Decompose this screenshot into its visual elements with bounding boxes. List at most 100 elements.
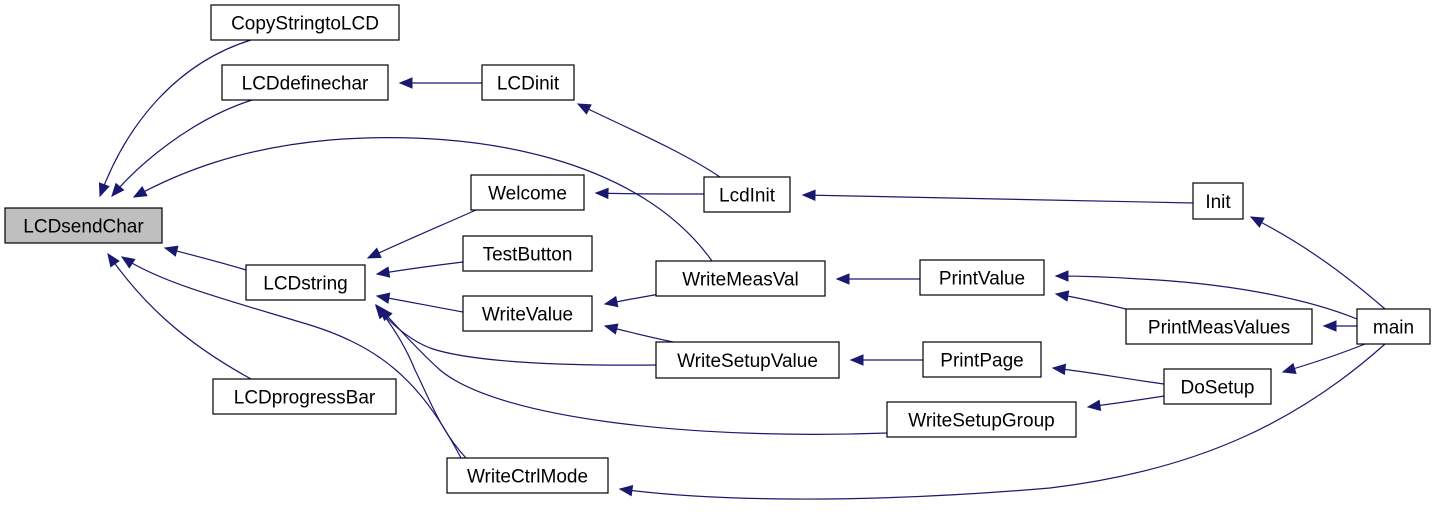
node-box — [655, 260, 826, 297]
arrowhead — [1051, 363, 1067, 376]
node-label: DoSetup — [1181, 378, 1255, 399]
arrowhead — [603, 295, 619, 308]
node-box — [245, 264, 366, 301]
node-box — [886, 401, 1077, 438]
node-label: WriteSetupGroup — [908, 411, 1054, 432]
edge-line — [376, 295, 464, 313]
arrowhead — [98, 182, 110, 198]
node-label: PrintValue — [939, 269, 1025, 290]
edge-main-to-dosetup — [1281, 343, 1366, 374]
node-main[interactable]: main — [1356, 308, 1431, 345]
node-writesetupgroup[interactable]: WriteSetupGroup — [886, 401, 1077, 438]
node-lcddefinechar[interactable]: LCDdefinechar — [221, 64, 389, 101]
node-lcdstring[interactable]: LCDstring — [245, 264, 366, 301]
node-label: WriteSetupValue — [677, 351, 818, 372]
node-writectrlmode[interactable]: WriteCtrlMode — [446, 457, 609, 494]
arrowhead — [835, 273, 850, 285]
edges-layer — [98, 39, 1386, 500]
node-box — [1356, 308, 1431, 345]
node-lcdsendchar[interactable]: LCDsendChar — [4, 207, 163, 244]
edge-line — [1282, 343, 1366, 373]
node-box — [4, 207, 163, 244]
arrowhead — [603, 323, 619, 335]
edge-testbutton-to-lcdstring — [375, 261, 464, 278]
edge-dosetup-to-printpage — [1051, 363, 1165, 385]
edge-line — [376, 261, 464, 275]
node-box — [462, 235, 593, 272]
node-box — [703, 176, 791, 213]
node-copystringtolcd[interactable]: CopyStringtoLCD — [210, 4, 400, 41]
arrowhead — [120, 256, 136, 269]
node-box — [1125, 308, 1313, 345]
node-writevalue[interactable]: WriteValue — [462, 295, 593, 332]
node-label: LcdInit — [719, 186, 776, 207]
node-testbutton[interactable]: TestButton — [462, 235, 593, 272]
edge-copystringtolcd-to-lcdsendchar — [98, 39, 252, 198]
node-label: WriteMeasVal — [682, 270, 799, 291]
arrowhead — [375, 292, 391, 304]
arrowhead — [801, 189, 816, 202]
node-box — [655, 341, 840, 379]
node-label: WriteValue — [482, 305, 573, 326]
arrowhead — [398, 77, 413, 89]
edge-line — [107, 253, 252, 380]
node-box — [919, 259, 1045, 296]
node-welcome[interactable]: Welcome — [470, 174, 585, 211]
node-lcdinit[interactable]: LcdInit — [703, 176, 791, 213]
edge-main-to-printvalue — [1054, 270, 1358, 320]
edge-main-to-init — [1249, 216, 1386, 310]
node-box — [1163, 368, 1272, 405]
node-label: CopyStringtoLCD — [231, 14, 379, 35]
arrowhead — [1249, 216, 1265, 228]
arrowhead — [576, 103, 592, 115]
edge-line — [619, 343, 1386, 500]
arrowhead — [594, 187, 609, 200]
edge-lcdinit-to-welcome — [594, 187, 705, 200]
node-box — [210, 4, 400, 41]
node-box — [212, 378, 397, 415]
node-lcdinit[interactable]: LCDinit — [481, 64, 575, 101]
node-label: Welcome — [488, 184, 567, 205]
edge-lcdstring-to-lcdsendchar — [163, 245, 247, 271]
edge-dosetup-to-writesetupgroup — [1086, 395, 1165, 412]
edge-init-to-lcdinit — [801, 189, 1194, 204]
node-lcdprogressbar[interactable]: LCDprogressBar — [212, 378, 397, 415]
edge-printpage-to-writesetupvalue — [849, 354, 923, 366]
node-writesetupvalue[interactable]: WriteSetupValue — [655, 341, 840, 379]
node-printmeasvalues[interactable]: PrintMeasValues — [1125, 308, 1313, 345]
arrowhead — [375, 303, 389, 319]
edge-main-to-printmeasvalues — [1322, 320, 1357, 332]
node-printvalue[interactable]: PrintValue — [919, 259, 1045, 296]
edge-line — [595, 192, 705, 195]
edge-line — [802, 194, 1194, 204]
arrowhead — [618, 484, 634, 497]
arrowhead — [366, 247, 382, 259]
node-writemeasval[interactable]: WriteMeasVal — [655, 260, 826, 297]
node-label: LCDprogressBar — [234, 388, 376, 409]
edge-line — [1052, 367, 1165, 385]
node-init[interactable]: Init — [1192, 182, 1244, 220]
arrowhead — [132, 185, 148, 198]
node-label: LCDstring — [263, 274, 347, 295]
node-box — [1192, 182, 1244, 220]
edge-lcddefinechar-to-lcdsendchar — [111, 99, 253, 197]
node-label: PrintMeasValues — [1148, 318, 1290, 339]
node-printpage[interactable]: PrintPage — [922, 341, 1042, 378]
edge-writectrlmode-to-lcdstring — [375, 303, 467, 459]
arrowhead — [1054, 290, 1070, 302]
node-label: Init — [1205, 192, 1231, 213]
node-dosetup[interactable]: DoSetup — [1163, 368, 1272, 405]
edge-line — [164, 247, 247, 271]
edge-line — [1055, 275, 1358, 320]
node-label: main — [1373, 318, 1414, 339]
edge-printvalue-to-writemeasval — [835, 273, 920, 285]
node-label: LCDsendChar — [23, 217, 144, 238]
edge-line — [367, 209, 477, 259]
node-box — [462, 295, 593, 332]
edge-lcdprogressbar-to-lcdsendchar — [107, 252, 252, 380]
arrowhead — [375, 266, 391, 278]
arrowhead — [163, 245, 179, 257]
node-box — [446, 457, 609, 494]
node-label: LCDdefinechar — [242, 74, 369, 95]
